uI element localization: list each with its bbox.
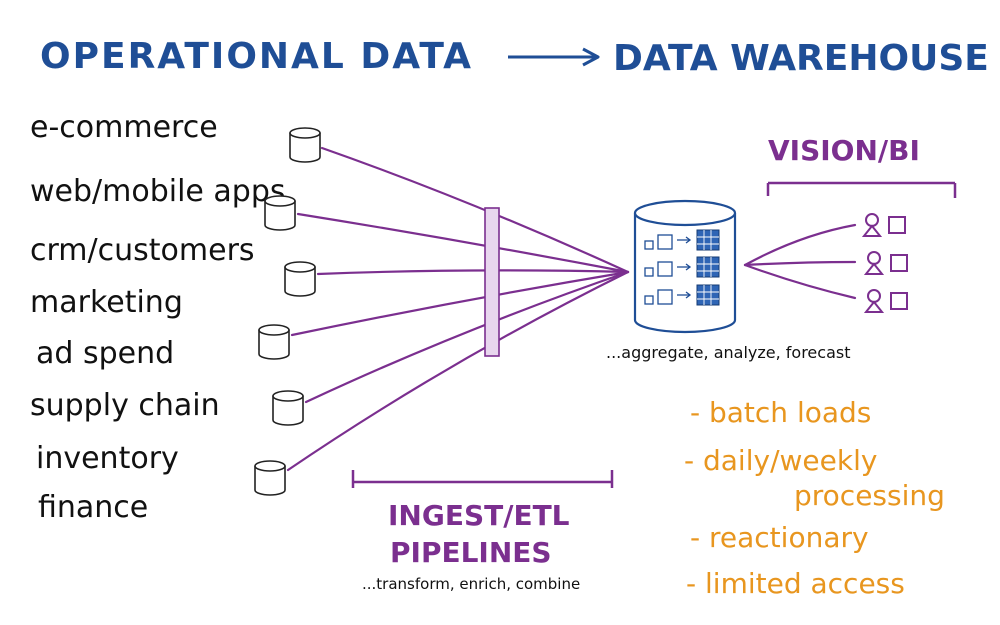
data-warehouse <box>633 199 737 334</box>
title-operational-data: OPERATIONAL DATA <box>40 36 473 77</box>
bi-lines <box>743 223 857 300</box>
database-icon <box>264 195 296 231</box>
pipeline-line <box>304 270 630 404</box>
source-label-finance: finance <box>38 490 148 525</box>
source-label-ad-spend: ad spend <box>36 336 174 371</box>
cube-icon <box>696 256 720 278</box>
warehouse-row <box>644 284 720 306</box>
pipeline-bracket <box>351 470 614 488</box>
trait-processing: processing <box>794 479 945 512</box>
source-label-marketing: marketing <box>30 285 183 320</box>
trait-reactionary: - reactionary <box>690 521 869 554</box>
cube-icon <box>696 229 720 251</box>
pipeline-line <box>296 212 630 274</box>
warehouse-row <box>644 229 720 251</box>
vision-bracket <box>766 181 957 198</box>
source-list: e-commerce web/mobile apps crm/customers… <box>30 110 286 525</box>
user-dashboard-icon <box>861 213 906 237</box>
trait-batch-loads: - batch loads <box>690 396 871 429</box>
source-label-inventory: inventory <box>36 441 179 476</box>
etl-filter-bar <box>484 207 500 357</box>
pipeline-line <box>290 270 630 337</box>
pipeline-label-line1: INGEST/ETL <box>388 499 570 532</box>
database-icon <box>284 261 316 297</box>
pipeline-line <box>286 270 630 472</box>
user-dashboard-icon <box>863 251 908 275</box>
warehouse-row <box>644 256 720 278</box>
pipeline-label-line2: PIPELINES <box>390 536 552 569</box>
trait-daily-weekly: - daily/weekly <box>684 444 877 477</box>
warehouse-caption: ...aggregate, analyze, forecast <box>606 343 850 362</box>
source-label-supply-chain: supply chain <box>30 388 220 423</box>
title-arrow <box>508 47 600 67</box>
pipeline-lines <box>286 146 630 472</box>
pipeline-line <box>316 269 630 276</box>
trait-limited-access: - limited access <box>686 567 905 600</box>
database-icon <box>258 324 290 360</box>
database-icon <box>254 460 286 496</box>
vision-bi-label: VISION/BI <box>768 134 920 167</box>
database-icon <box>289 127 321 163</box>
pipeline-line <box>320 146 630 274</box>
title-data-warehouse: DATA WAREHOUSE <box>613 38 989 79</box>
bi-users <box>861 213 908 313</box>
user-dashboard-icon <box>863 289 908 313</box>
traits-list: - batch loads - daily/weekly processing … <box>684 396 945 600</box>
source-label-web-mobile-apps: web/mobile apps <box>30 174 286 209</box>
source-databases <box>254 127 321 496</box>
source-label-ecommerce: e-commerce <box>30 110 218 145</box>
cube-icon <box>696 284 720 306</box>
database-icon <box>272 390 304 426</box>
pipeline-caption: ...transform, enrich, combine <box>362 575 580 593</box>
source-label-crm-customers: crm/customers <box>30 233 255 268</box>
